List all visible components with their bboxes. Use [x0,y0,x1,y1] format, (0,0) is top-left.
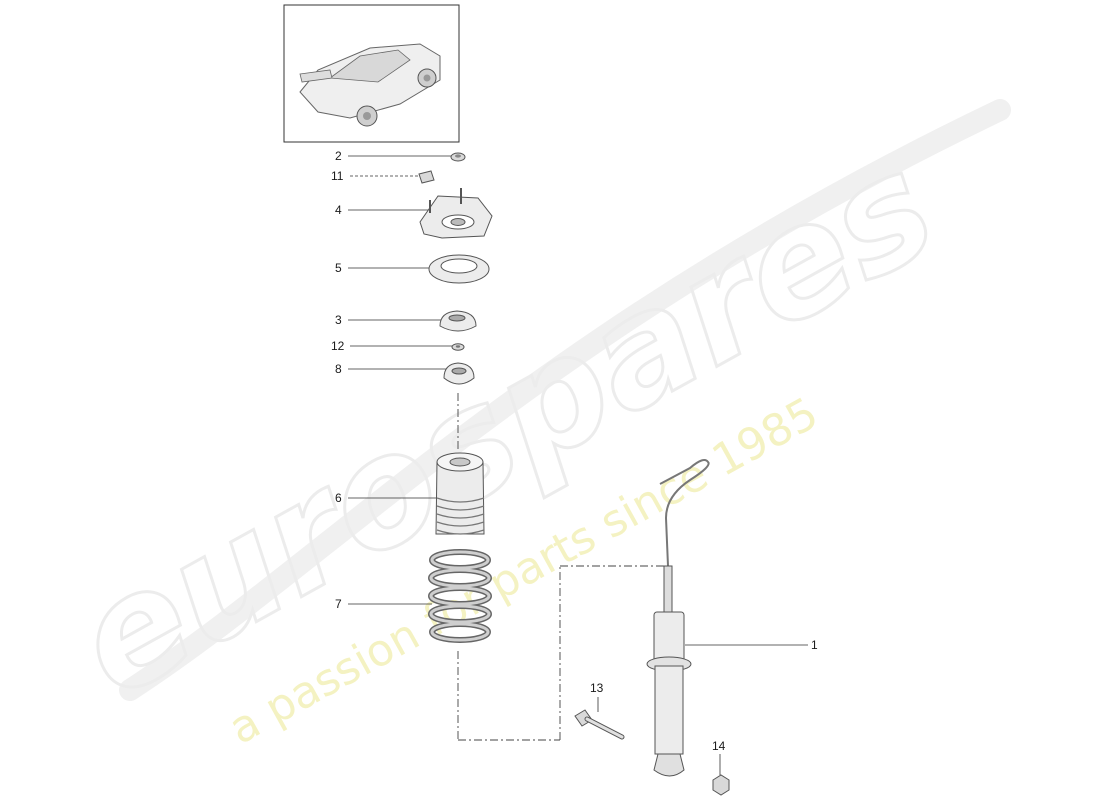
callout-11: 11 [331,169,344,183]
callout-4: 4 [335,203,342,217]
callout-labels: 2 11 4 5 3 12 8 6 7 1 13 14 [331,149,818,753]
part-bump-stop [443,362,475,385]
callout-14: 14 [712,739,726,753]
part-nut-mount [418,170,435,184]
watermark: eurospares a passion for parts since 198… [47,99,1011,755]
part-nut-top [450,152,466,162]
callout-8: 8 [335,362,342,376]
watermark-swoosh [119,99,1011,701]
part-nut-bottom [712,774,730,796]
part-dust-boot [435,452,485,535]
vehicle-thumbnail [283,4,460,143]
car-icon [299,43,441,127]
callout-13: 13 [590,681,604,695]
part-shock-absorber [646,459,710,777]
callout-5: 5 [335,261,342,275]
part-spring-seat [439,310,477,332]
leader-lines [348,155,808,775]
part-washer [451,343,465,351]
part-bolt [574,709,625,740]
callout-6: 6 [335,491,342,505]
callout-2: 2 [335,149,342,163]
part-top-mount [419,188,493,239]
callout-7: 7 [335,597,342,611]
callout-3: 3 [335,313,342,327]
watermark-brand: eurospares [48,119,962,731]
part-ring [428,254,490,284]
part-coil-spring [428,549,492,643]
callout-1: 1 [811,638,818,652]
callout-12: 12 [331,339,345,353]
assembly-axis [457,393,668,741]
